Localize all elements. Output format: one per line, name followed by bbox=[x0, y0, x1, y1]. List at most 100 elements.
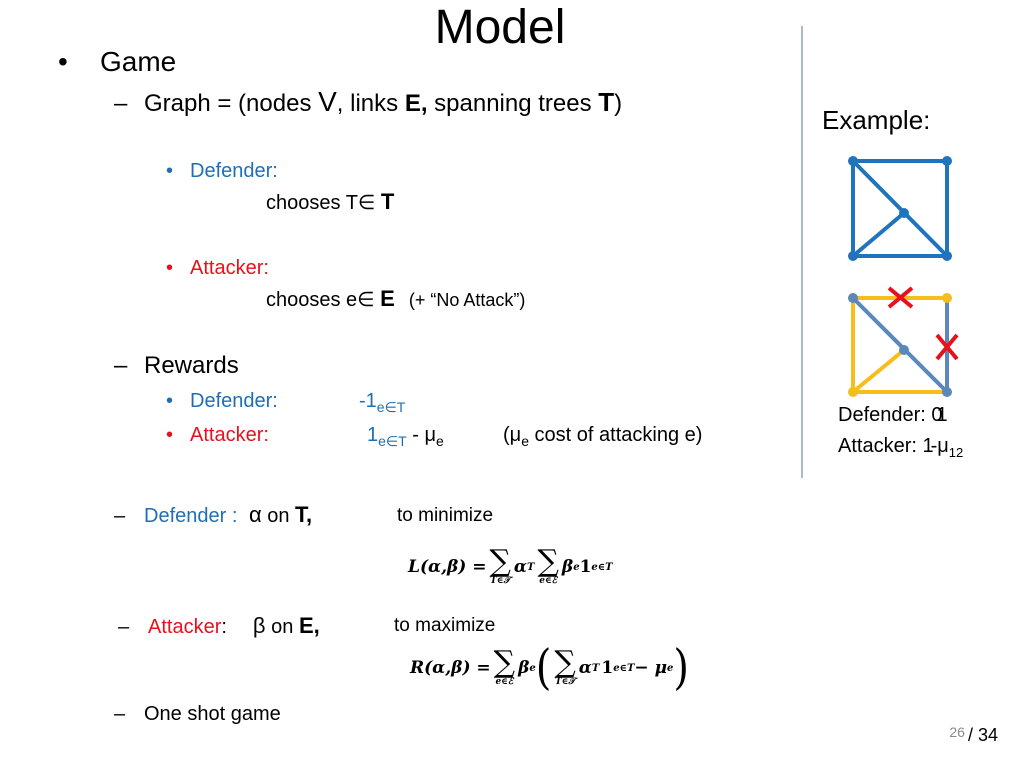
open-paren: ( bbox=[535, 640, 552, 696]
formula-subscript: e bbox=[529, 662, 536, 674]
defender-choice: chooses T∈ T bbox=[266, 190, 394, 215]
formula-subscript: T bbox=[591, 662, 600, 674]
formula-lhs: R(α,β) = bbox=[410, 658, 491, 678]
trees-symbol: T, bbox=[295, 502, 313, 527]
reward-defender: •Defender: bbox=[166, 389, 278, 413]
graph-node bbox=[848, 251, 858, 261]
example-label: Example: bbox=[822, 105, 931, 135]
caption-overlay: -μ bbox=[930, 435, 949, 457]
reward-attacker: •Attacker: bbox=[166, 423, 269, 447]
caption-text: Defender: 0 bbox=[838, 404, 943, 426]
sum-symbol: ∑e∈ℰ bbox=[537, 544, 559, 587]
graph-node bbox=[942, 387, 952, 397]
sum-symbol: ∑T∈𝒯 bbox=[554, 645, 576, 688]
one-shot-label: One shot game bbox=[144, 703, 281, 725]
graph-node bbox=[848, 293, 858, 303]
graph-node bbox=[942, 251, 952, 261]
rewards-label: Rewards bbox=[144, 352, 239, 379]
attack-cost-note: (μe cost of attacking e) bbox=[503, 423, 702, 453]
example-defender-reward: Defender: 01 bbox=[838, 403, 948, 427]
attacker-choice: chooses e∈ E (+ “No Attack”) bbox=[266, 287, 525, 312]
trees-symbol: T bbox=[380, 189, 395, 214]
defender-label: Defender: bbox=[190, 160, 278, 182]
formula-term: 1 bbox=[579, 557, 592, 577]
graph-node bbox=[899, 345, 909, 355]
caption-subscript: 2 bbox=[956, 445, 964, 460]
sum-symbol: ∑T∈𝒯 bbox=[489, 544, 511, 587]
links-symbol: E, bbox=[404, 90, 428, 117]
example-attacker-reward: Attacker: 1-μ12 bbox=[838, 434, 963, 465]
graph-node bbox=[848, 387, 858, 397]
on-text: on bbox=[265, 616, 299, 638]
dash: – bbox=[114, 505, 126, 527]
formula-term: α bbox=[578, 658, 592, 678]
bullet-dot: • bbox=[166, 424, 174, 446]
attacker-label: Attacker: bbox=[190, 257, 269, 279]
sum-limit: T∈𝒯 bbox=[490, 576, 511, 586]
alpha-symbol: α bbox=[248, 502, 262, 527]
graph-node bbox=[899, 208, 909, 218]
graph-text: Graph = (nodes bbox=[144, 90, 319, 117]
nodes-symbol: V bbox=[318, 86, 337, 117]
reward-cost: - μ bbox=[406, 424, 436, 446]
note-text: cost of attacking e) bbox=[528, 424, 703, 446]
graph-node bbox=[848, 156, 858, 166]
total-pages: / 34 bbox=[967, 725, 998, 745]
graph-text: spanning trees bbox=[427, 90, 599, 117]
colon: : bbox=[221, 616, 227, 638]
dash: – bbox=[118, 616, 130, 638]
reward-value: -1 bbox=[359, 390, 377, 412]
bullet-dot: • bbox=[166, 390, 174, 412]
sum-limit: e∈ℰ bbox=[495, 677, 514, 687]
note-subscript: e bbox=[521, 433, 529, 449]
sum-limit: e∈ℰ bbox=[539, 576, 558, 586]
tree-edge bbox=[851, 348, 906, 394]
close-paren: ) bbox=[673, 640, 689, 696]
defender-choice-heading: • Defender: bbox=[166, 159, 278, 183]
dash: – bbox=[114, 90, 128, 117]
graph-text: , links bbox=[336, 90, 405, 117]
links-symbol: E bbox=[380, 286, 395, 311]
formula-term: 1 bbox=[601, 658, 614, 678]
attacker-label: Attacker bbox=[148, 616, 222, 638]
caption-overlay: 1 bbox=[936, 404, 948, 426]
formula-term: β bbox=[561, 557, 574, 577]
formula-term: − μ bbox=[634, 658, 668, 678]
choice-text: chooses T∈ bbox=[266, 192, 381, 214]
reward-subscript: e∈T bbox=[378, 433, 407, 449]
bullet-dot: • bbox=[58, 46, 68, 77]
reward-value: 1 bbox=[367, 424, 379, 446]
note-text: (μ bbox=[503, 424, 522, 446]
slide-title: Model bbox=[434, 1, 566, 54]
non-tree-edge bbox=[851, 296, 949, 394]
formula-subscript: e bbox=[667, 662, 674, 674]
example-attack-graph bbox=[848, 286, 959, 397]
graph-text: ) bbox=[614, 90, 623, 117]
formula-term: α bbox=[513, 557, 528, 577]
reward-defender-value: -1e∈T bbox=[359, 389, 405, 419]
example-graph bbox=[848, 156, 952, 261]
on-text: on bbox=[261, 505, 296, 527]
one-shot-game: –One shot game bbox=[114, 702, 281, 726]
links-symbol: E, bbox=[298, 613, 320, 638]
attack-cross-icon bbox=[935, 333, 959, 361]
dash: – bbox=[114, 352, 128, 379]
formula-subscript: e bbox=[573, 561, 580, 573]
sum-symbol: ∑e∈ℰ bbox=[493, 645, 516, 688]
bullet-dot: • bbox=[166, 160, 174, 182]
graph-node bbox=[942, 156, 952, 166]
no-attack-note: (+ “No Attack”) bbox=[408, 290, 526, 310]
choice-text: chooses e∈ bbox=[266, 289, 381, 311]
game-label: Game bbox=[100, 46, 177, 77]
attacker-strategy: –Attacker:β on E, bbox=[118, 614, 320, 639]
formula-subscript: e∈T bbox=[613, 662, 635, 674]
graph-edge bbox=[851, 159, 949, 258]
defender-label: Defender : bbox=[144, 505, 243, 527]
graph-edge bbox=[851, 211, 906, 258]
rewards-heading: –Rewards bbox=[114, 352, 239, 380]
sum-limit: T∈𝒯 bbox=[554, 677, 576, 687]
column-divider bbox=[801, 26, 803, 478]
graph-node bbox=[942, 293, 952, 303]
